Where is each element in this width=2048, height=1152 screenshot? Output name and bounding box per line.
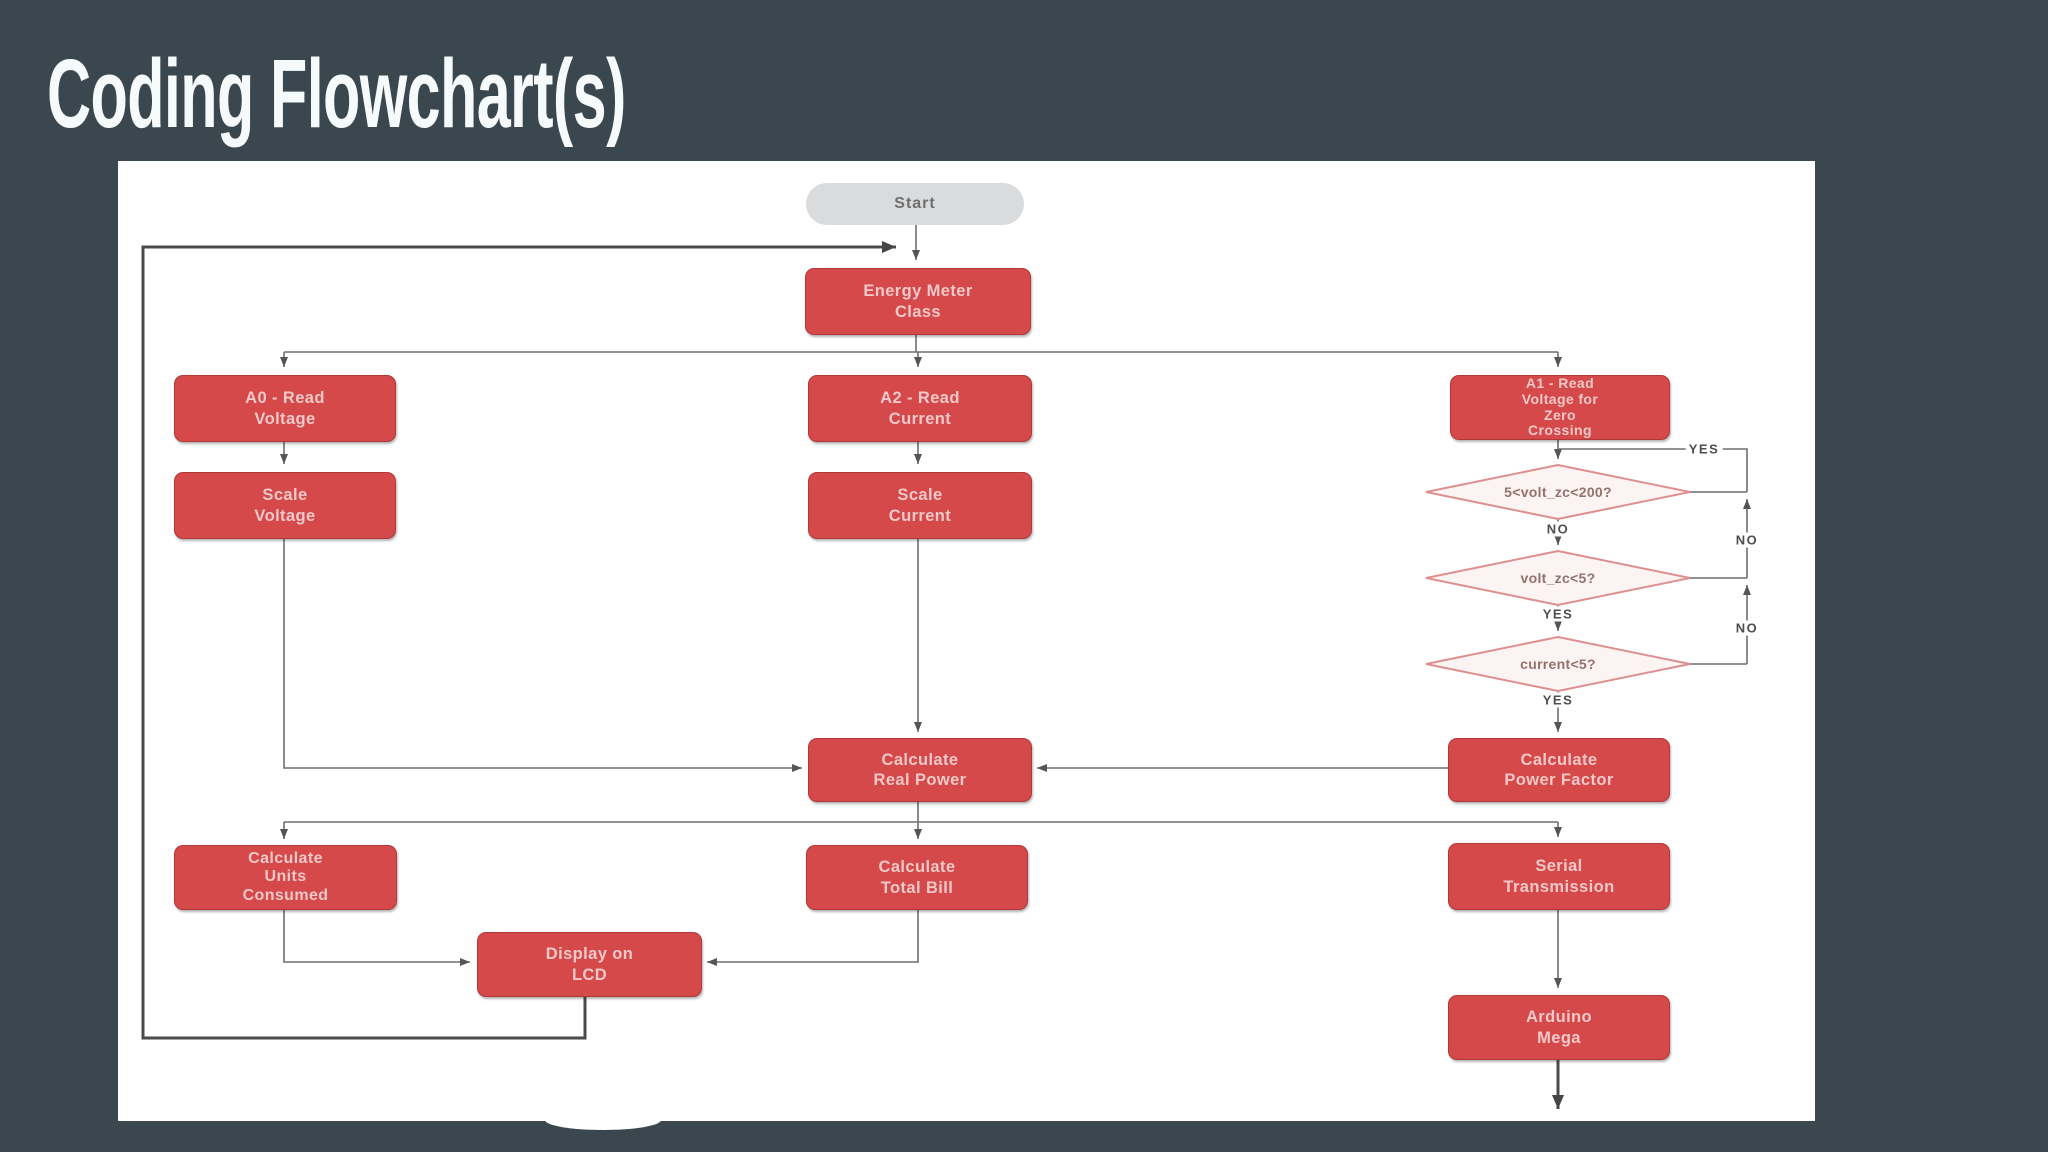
node-start: Start — [806, 183, 1024, 225]
decorative-circle — [545, 1110, 661, 1130]
branch-label-yes-after-current-low: YES — [1539, 692, 1577, 708]
decision-volt-zc-low-label: volt_zc<5? — [1520, 570, 1596, 586]
node-arduino-mega: Arduino Mega — [1448, 995, 1670, 1060]
node-a0-read-voltage: A0 - Read Voltage — [174, 375, 396, 442]
node-a2-read-current: A2 - Read Current — [808, 375, 1032, 442]
node-energy-meter-class: Energy Meter Class — [805, 268, 1031, 335]
branch-label-no-right-upper: NO — [1732, 532, 1762, 548]
node-calculate-units-consumed: Calculate Units Consumed — [174, 845, 397, 910]
diamond-volt-zc-low — [1425, 549, 1691, 607]
decision-volt-zc-range-label: 5<volt_zc<200? — [1504, 484, 1612, 500]
diamond-volt-zc-range — [1425, 463, 1691, 521]
node-calculate-real-power: Calculate Real Power — [808, 738, 1032, 802]
loop-back-line — [141, 241, 1564, 1109]
flowchart-connectors — [141, 225, 1751, 1109]
node-scale-current: Scale Current — [808, 472, 1032, 539]
branch-label-yes-after-volt-low: YES — [1539, 606, 1577, 622]
decision-diamonds — [1425, 463, 1691, 693]
node-serial-transmission: Serial Transmission — [1448, 843, 1670, 910]
diamond-current-low — [1425, 635, 1691, 693]
node-scale-voltage: Scale Voltage — [174, 472, 396, 539]
branch-label-no-after-range: NO — [1543, 521, 1573, 537]
connector-lines — [280, 225, 1751, 988]
page-title: Coding Flowchart(s) — [47, 39, 626, 148]
node-calculate-total-bill: Calculate Total Bill — [806, 845, 1028, 910]
node-a1-read-voltage-zero-crossing: A1 - Read Voltage for Zero Crossing — [1450, 375, 1670, 440]
flowchart-panel: Start Energy Meter Class A0 - Read Volta… — [118, 161, 1815, 1121]
branch-label-no-right-lower: NO — [1732, 620, 1762, 636]
node-calculate-power-factor: Calculate Power Factor — [1448, 738, 1670, 802]
decision-current-low-label: current<5? — [1520, 656, 1596, 672]
node-display-on-lcd: Display on LCD — [477, 932, 702, 997]
branch-label-yes-top: YES — [1685, 441, 1723, 457]
